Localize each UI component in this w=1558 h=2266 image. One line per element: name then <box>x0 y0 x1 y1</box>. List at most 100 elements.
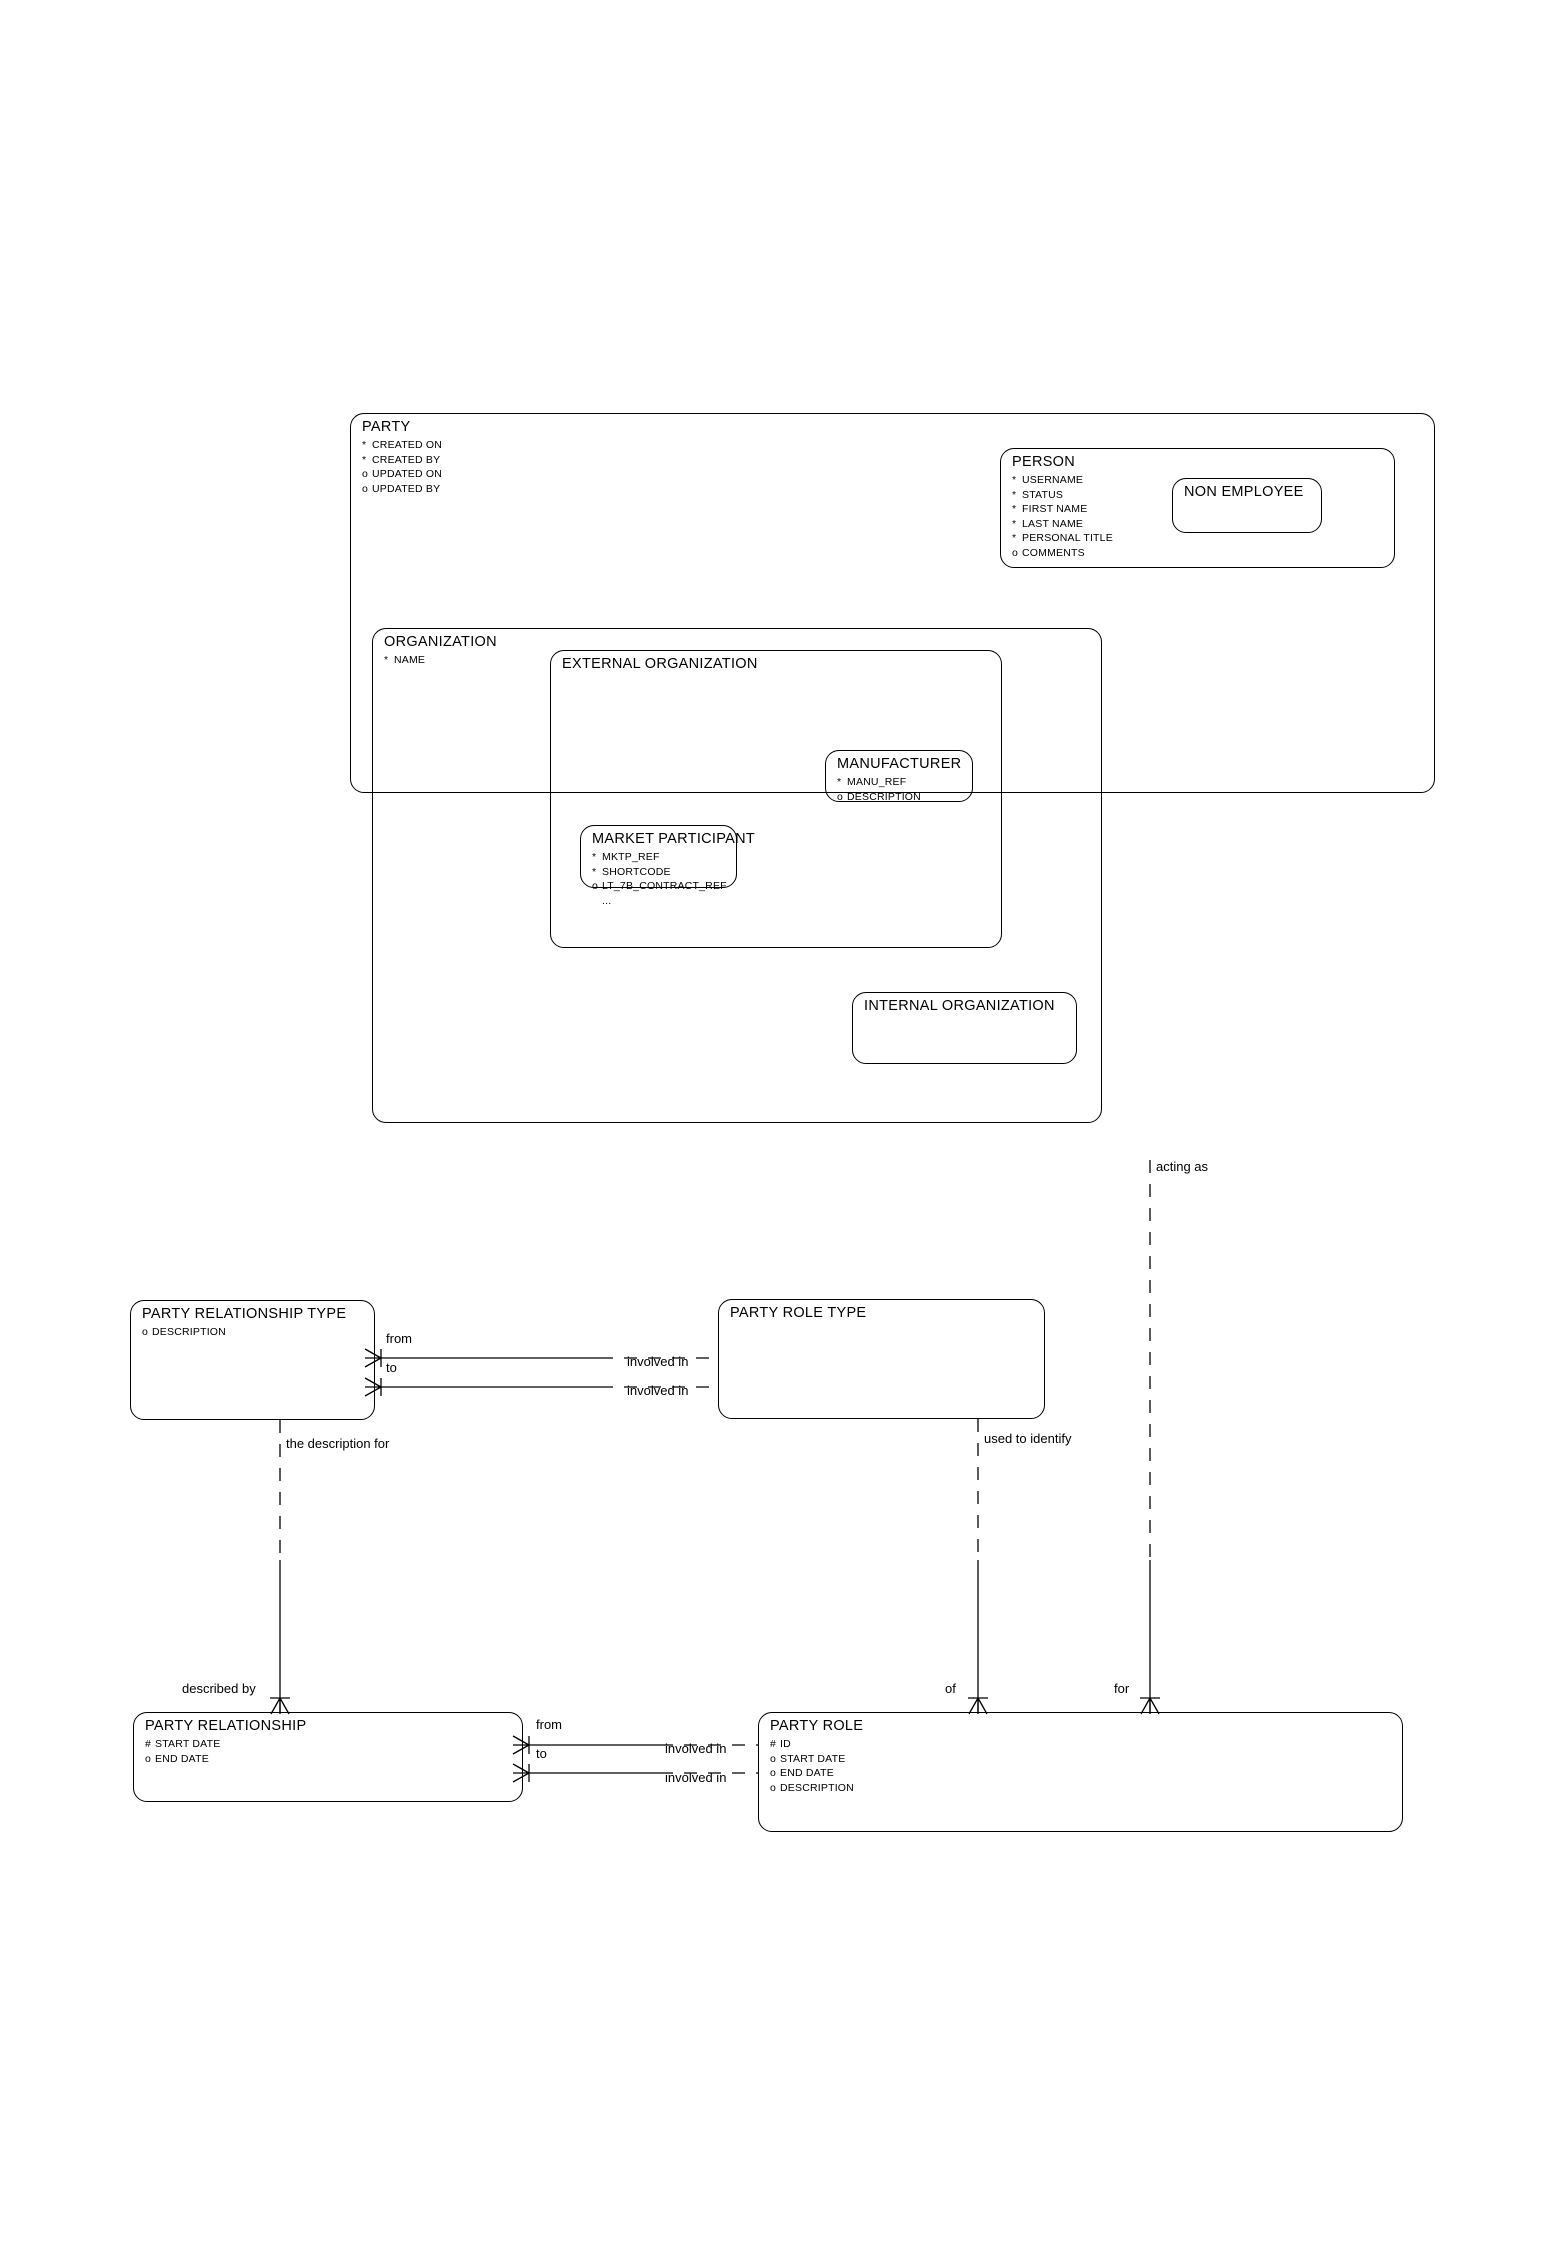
attribute-mark: o <box>142 1326 149 1338</box>
entity-external-organization[interactable]: EXTERNAL ORGANIZATION <box>550 650 1002 948</box>
attribute-label: STATUS <box>1022 488 1064 501</box>
entity-person[interactable]: PERSON *USERNAME *STATUS *FIRST NAME *LA… <box>1000 448 1395 568</box>
attribute-mark: o <box>362 482 369 495</box>
attribute-label: END DATE <box>155 1752 209 1765</box>
attribute-label: COMMENTS <box>1022 546 1085 559</box>
label-pr-to: to <box>536 1746 547 1761</box>
attribute-mark: * <box>592 851 597 863</box>
attribute-mark: # <box>770 1738 777 1750</box>
attribute-label: DESCRIPTION <box>847 790 921 803</box>
entity-title: PERSON <box>1012 454 1076 470</box>
attribute-row: * FIRST NAME <box>1012 502 1113 517</box>
attribute-label: START DATE <box>780 1752 846 1765</box>
entity-internal-organization[interactable]: INTERNAL ORGANIZATION <box>852 992 1077 1064</box>
label-pr-involved-in-2: involved in <box>665 1770 727 1785</box>
attribute-mark: o <box>837 790 844 803</box>
label-described-by: described by <box>182 1681 256 1696</box>
attribute-mark: * <box>837 776 842 788</box>
attribute-label: SHORTCODE <box>602 865 671 878</box>
attribute-label: UPDATED BY <box>372 482 441 495</box>
attribute-mark: o <box>362 468 369 481</box>
label-prt-involved-in-2: involved in <box>627 1383 689 1398</box>
attribute-row: * LAST NAME <box>1012 517 1113 532</box>
attribute-label: FIRST NAME <box>1022 503 1088 516</box>
entity-party-role-type[interactable]: PARTY ROLE TYPE <box>718 1299 1045 1419</box>
attribute-label: DESCRIPTION <box>152 1326 226 1338</box>
label-acting-as: acting as <box>1156 1159 1209 1174</box>
label-prt-involved-in-1: involved in <box>627 1354 689 1369</box>
attribute-mark: * <box>1012 474 1017 486</box>
label-the-description-for: the description for <box>286 1436 390 1451</box>
attribute-mark: # <box>145 1738 152 1750</box>
attribute-mark: * <box>362 453 367 466</box>
label-used-to-identify: used to identify <box>984 1431 1072 1446</box>
attribute-row: #ID <box>770 1737 854 1752</box>
attribute-mark: * <box>1012 503 1017 516</box>
entity-title: PARTY ROLE TYPE <box>730 1305 867 1321</box>
attribute-label: CREATED BY <box>372 453 441 466</box>
attribute-row: *SHORTCODE <box>592 865 727 880</box>
attribute-label: CREATED ON <box>372 439 443 451</box>
attribute-row: * NAME <box>384 653 425 668</box>
attribute-label: NAME <box>394 654 426 666</box>
attribute-row: * MANU_REF <box>837 775 921 790</box>
entity-title: PARTY RELATIONSHIP TYPE <box>142 1306 347 1322</box>
entity-non-employee[interactable]: NON EMPLOYEE <box>1172 478 1322 533</box>
attribute-mark: * <box>1012 517 1017 530</box>
attribute-row: #START DATE <box>145 1737 220 1752</box>
attribute-label: MKTP_REF <box>602 851 660 863</box>
attribute-list: * NAME <box>384 653 425 668</box>
attribute-mark: * <box>362 439 367 451</box>
label-prt-to: to <box>386 1360 397 1375</box>
attribute-label: PERSONAL TITLE <box>1022 532 1113 545</box>
entity-title: PARTY RELATIONSHIP <box>145 1718 307 1734</box>
attribute-label: LAST NAME <box>1022 517 1084 530</box>
attribute-label: DESCRIPTION <box>780 1781 854 1794</box>
entity-title: NON EMPLOYEE <box>1184 484 1304 500</box>
attribute-mark: o <box>770 1767 777 1780</box>
attribute-mark: o <box>145 1752 152 1765</box>
attribute-mark: * <box>384 654 389 666</box>
entity-title: PARTY <box>362 419 411 435</box>
label-for: for <box>1114 1681 1130 1696</box>
label-pr-from: from <box>536 1717 562 1732</box>
entity-title: MARKET PARTICIPANT <box>592 831 756 847</box>
entity-title: PARTY ROLE <box>770 1718 864 1734</box>
entity-title: MANUFACTURER <box>837 756 962 772</box>
attribute-label: ... <box>602 894 612 907</box>
entity-market-participant[interactable]: MARKET PARTICIPANT * MKTP_REF *SHORTCODE … <box>580 825 755 907</box>
label-of: of <box>945 1681 956 1696</box>
attribute-label: END DATE <box>780 1767 834 1780</box>
attribute-label: UPDATED ON <box>372 468 443 481</box>
attribute-mark: * <box>1012 532 1017 545</box>
entity-organization[interactable]: ORGANIZATION * NAME <box>372 628 1102 1123</box>
attribute-label: START DATE <box>155 1738 221 1750</box>
attribute-mark: * <box>1012 488 1017 501</box>
entity-title: ORGANIZATION <box>384 634 497 650</box>
attribute-label: MANU_REF <box>847 776 907 788</box>
label-prt-from: from <box>386 1331 412 1346</box>
attribute-mark: o <box>592 880 599 893</box>
attribute-row: * CREATED ON <box>362 438 442 453</box>
attribute-mark: o <box>770 1781 777 1794</box>
